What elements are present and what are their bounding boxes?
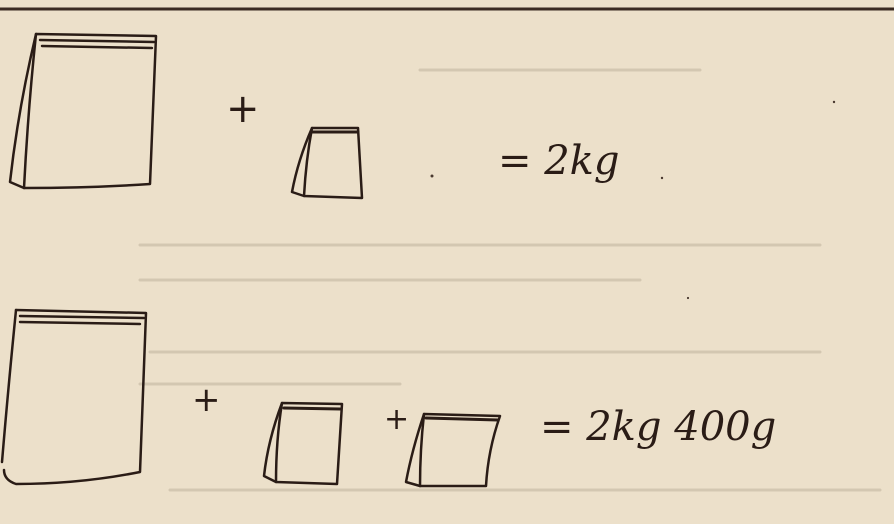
large-bag-1 [8,32,158,190]
bleed-through-pattern [138,68,882,492]
plus-sign-3: + [384,402,410,437]
small-bag-2a [262,401,344,486]
plus-sign-1: + [226,86,260,132]
paper-specks [430,100,836,300]
small-bag-2b [404,412,502,488]
large-bag-2 [0,308,148,486]
plus-sign-2: + [192,380,221,420]
result-2kg: = 2kg [498,138,620,184]
small-bag-1 [290,126,364,200]
result-2kg-400g: = 2kg 400g [540,404,777,450]
